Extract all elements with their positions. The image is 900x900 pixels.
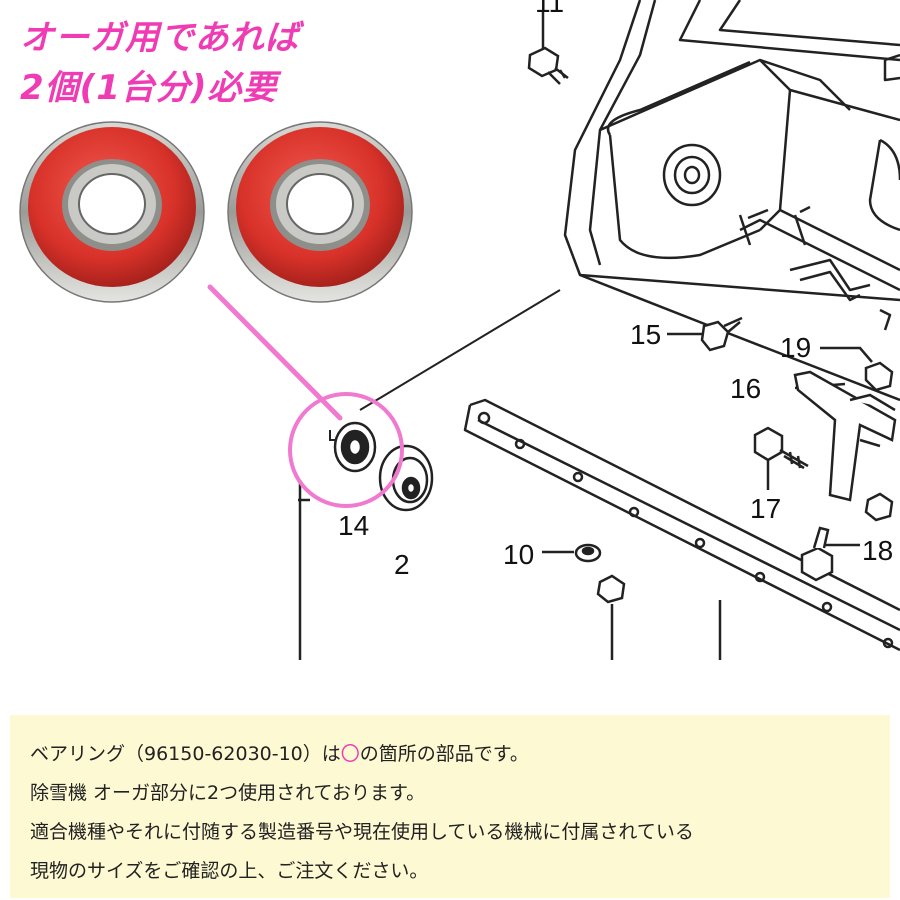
part-label-2: 2 — [394, 549, 410, 580]
headline-auger-use: オーガ用であれば — [20, 18, 300, 58]
product-note-box: ベアリング（96150-62030-10）は〇の箇所の部品です。 除雪機 オーガ… — [10, 715, 890, 898]
nut-right-edge — [864, 492, 894, 522]
bearing-photo-left — [19, 121, 205, 303]
parts-diagram: 11 15 19 16 17 14 2 10 18 — [19, 0, 900, 660]
note-part-number-text: ベアリング（96150-62030-10）は — [30, 743, 341, 765]
nut-lower — [596, 574, 626, 660]
part-label-16: 16 — [730, 373, 761, 404]
leader-line — [329, 289, 561, 441]
part-label-14: 14 — [338, 510, 369, 541]
part-label-18: 18 — [862, 535, 893, 566]
bolt-19 — [820, 346, 894, 392]
highlight-circle — [288, 392, 404, 508]
auger-flange-drawing — [662, 143, 811, 246]
flange-part-2 — [378, 444, 434, 512]
note-line-compatibility: 適合機種やそれに付随する製造番号や現在使用している機械に付属されている — [30, 821, 694, 843]
auger-housing-drawing — [563, 0, 900, 402]
note-line-confirm-size: 現物のサイズをご確認の上、ご注文ください。 — [30, 860, 429, 882]
part-label-15: 15 — [630, 319, 661, 350]
frame-left-edge — [298, 480, 310, 660]
bearing-part-14 — [333, 421, 377, 473]
part-label-10: 10 — [503, 539, 534, 570]
note-location-text: の箇所の部品です。 — [359, 743, 529, 765]
scraper-plate-drawing — [463, 398, 900, 660]
note-line-part-number: ベアリング（96150-62030-10）は〇の箇所の部品です。 — [30, 735, 890, 774]
highlight-pointer-line — [207, 284, 343, 421]
bearing-photo-right — [227, 121, 413, 303]
bracket-16 — [793, 370, 897, 502]
circle-mark-glyph: 〇 — [340, 743, 360, 765]
washer-10 — [542, 543, 602, 563]
part-label-11: 11 — [535, 0, 564, 18]
bolt-15 — [667, 316, 743, 352]
bolt-17 — [753, 426, 809, 490]
headline-quantity-needed: 2個(1台分)必要 — [20, 68, 278, 108]
part-label-17: 17 — [750, 493, 781, 524]
bolt-11 — [527, 10, 569, 85]
note-line-usage: 除雪機 オーガ部分に2つ使用されております。 — [30, 782, 426, 804]
bolt-18 — [800, 526, 860, 582]
part-label-19: 19 — [780, 332, 811, 363]
